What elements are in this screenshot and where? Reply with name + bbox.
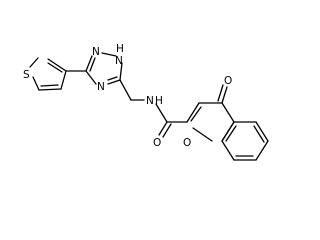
atom-label-triazole-n2-hydrogen: H — [116, 43, 124, 55]
atom-label-sulfur: S — [23, 69, 30, 81]
structure-diagram: S N N H N N H O O O — [23, 43, 269, 161]
bond — [40, 84, 59, 87]
bond — [255, 121, 269, 142]
bond — [47, 62, 63, 73]
bond — [162, 123, 172, 138]
bond — [119, 62, 123, 81]
bonds — [29, 52, 269, 161]
bond — [29, 57, 39, 68]
atom-labels: S N N H N N H O O O — [23, 43, 232, 149]
atom-label-triazole-n2: N — [115, 55, 123, 67]
bond — [107, 79, 121, 85]
bond — [190, 106, 202, 122]
bond — [217, 84, 224, 102]
bond — [221, 86, 228, 104]
atom-label-ring-o: O — [183, 137, 191, 149]
bond — [119, 79, 132, 101]
atom-label-amide-n: N — [146, 95, 154, 107]
atom-label-triazole-n3: N — [97, 81, 105, 93]
bond — [221, 140, 235, 161]
atom-label-triazole-n1: N — [92, 46, 100, 58]
molecule-canvas: S N N H N N H O O O — [23, 43, 269, 161]
bond — [101, 52, 117, 57]
atom-label-ketone-o: O — [224, 75, 232, 87]
bond — [155, 103, 168, 123]
bond — [85, 70, 97, 85]
bond — [186, 102, 200, 123]
bond — [38, 88, 62, 91]
bond — [60, 70, 67, 90]
atom-label-amide-n-hydrogen: H — [155, 95, 163, 107]
bond — [158, 121, 168, 136]
bond — [221, 121, 235, 142]
bond — [253, 125, 265, 143]
bond — [107, 76, 118, 81]
atom-label-amide-o: O — [153, 137, 161, 149]
bond — [225, 125, 237, 142]
bond — [85, 55, 93, 72]
bond — [255, 140, 269, 161]
bond — [47, 58, 67, 72]
bond — [192, 127, 213, 142]
bond — [221, 102, 235, 123]
bond — [32, 76, 40, 91]
bond — [89, 57, 96, 72]
